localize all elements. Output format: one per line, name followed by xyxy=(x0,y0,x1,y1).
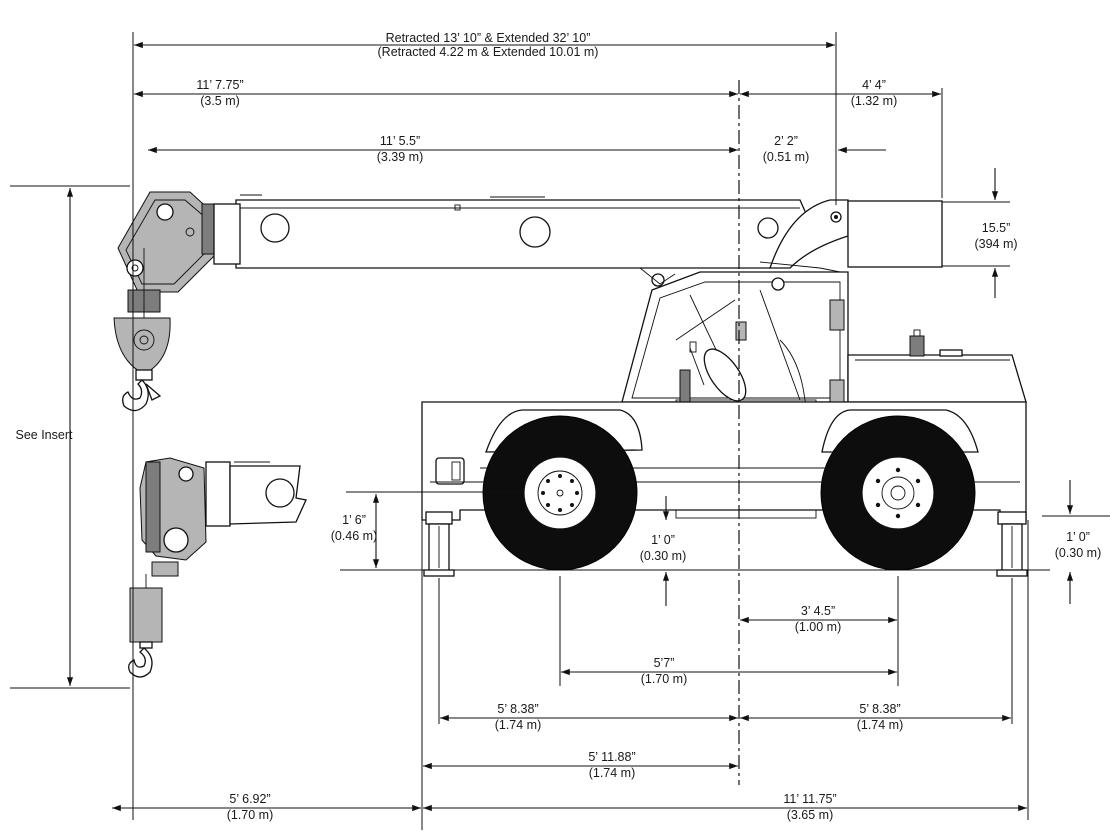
crane-illustration xyxy=(113,191,1050,678)
center-to-pivot-metric: (0.51 m) xyxy=(763,150,810,164)
center-to-pivot-imperial: 2’ 2” xyxy=(774,134,798,148)
overall-length-metric: (3.65 m) xyxy=(787,808,834,822)
boom-to-center-imperial: 11’ 7.75” xyxy=(196,78,243,92)
hook-block xyxy=(113,317,171,412)
engine-hood xyxy=(847,329,1027,403)
insert-hook-block xyxy=(128,574,163,678)
hook-to-front-imperial: 5’ 6.92” xyxy=(229,792,270,806)
front-outrigger-to-center-metric: (1.74 m) xyxy=(495,718,542,732)
rear-wheel xyxy=(820,415,976,571)
boom-tip-to-center-imperial: 11’ 5.5” xyxy=(380,134,420,148)
center-to-rear-outrigger-imperial: 5’ 8.38” xyxy=(859,702,900,716)
center-to-rear-metric: (1.32 m) xyxy=(851,94,898,108)
wheelbase-imperial: 5’7” xyxy=(654,656,675,670)
front-axle-height-metric: (0.46 m) xyxy=(331,529,378,543)
center-to-rear-imperial: 4’ 4” xyxy=(862,78,886,92)
overall-length-imperial: 11’ 11.75” xyxy=(783,792,836,806)
boom-tip-to-center-metric: (3.39 m) xyxy=(377,150,424,164)
boom-to-center-metric: (3.5 m) xyxy=(200,94,240,108)
boom-height-imperial: 15.5” xyxy=(982,221,1011,235)
rear-outrigger xyxy=(996,511,1028,577)
outrigger-height-metric: (0.30 m) xyxy=(1055,546,1102,560)
ground-clearance-imperial: 1’ 0” xyxy=(651,533,675,547)
front-body-to-center-metric: (1.74 m) xyxy=(589,766,636,780)
dimension-arrows xyxy=(66,41,1074,812)
front-body-to-center-imperial: 5’ 11.88” xyxy=(588,750,635,764)
telescopic-boom xyxy=(235,194,943,291)
boom-head xyxy=(117,191,241,380)
center-to-rear-outrigger-metric: (1.74 m) xyxy=(857,718,904,732)
front-wheel xyxy=(482,415,638,571)
front-axle-height-imperial: 1’ 6” xyxy=(342,513,366,527)
boom-height-metric: (394 m) xyxy=(974,237,1017,251)
front-outrigger-to-center-imperial: 5’ 8.38” xyxy=(497,702,538,716)
wheelbase-metric: (1.70 m) xyxy=(641,672,688,686)
center-to-rear-axle-imperial: 3’ 4.5” xyxy=(801,604,835,618)
see-insert-label: See Insert xyxy=(16,428,74,442)
insert-boom-head xyxy=(139,457,307,577)
front-outrigger xyxy=(423,511,455,577)
dimension-labels: Retracted 13’ 10” & Extended 32’ 10” (Re… xyxy=(16,31,1102,822)
ground-clearance-metric: (0.30 m) xyxy=(640,549,687,563)
overall-boom-label-1: Retracted 13’ 10” & Extended 32’ 10” xyxy=(386,31,591,45)
hook-to-front-metric: (1.70 m) xyxy=(227,808,274,822)
center-to-rear-axle-metric: (1.00 m) xyxy=(795,620,842,634)
overall-boom-label-2: (Retracted 4.22 m & Extended 10.01 m) xyxy=(378,45,599,59)
outrigger-height-imperial: 1’ 0” xyxy=(1066,530,1090,544)
extension-lines xyxy=(10,32,1110,830)
